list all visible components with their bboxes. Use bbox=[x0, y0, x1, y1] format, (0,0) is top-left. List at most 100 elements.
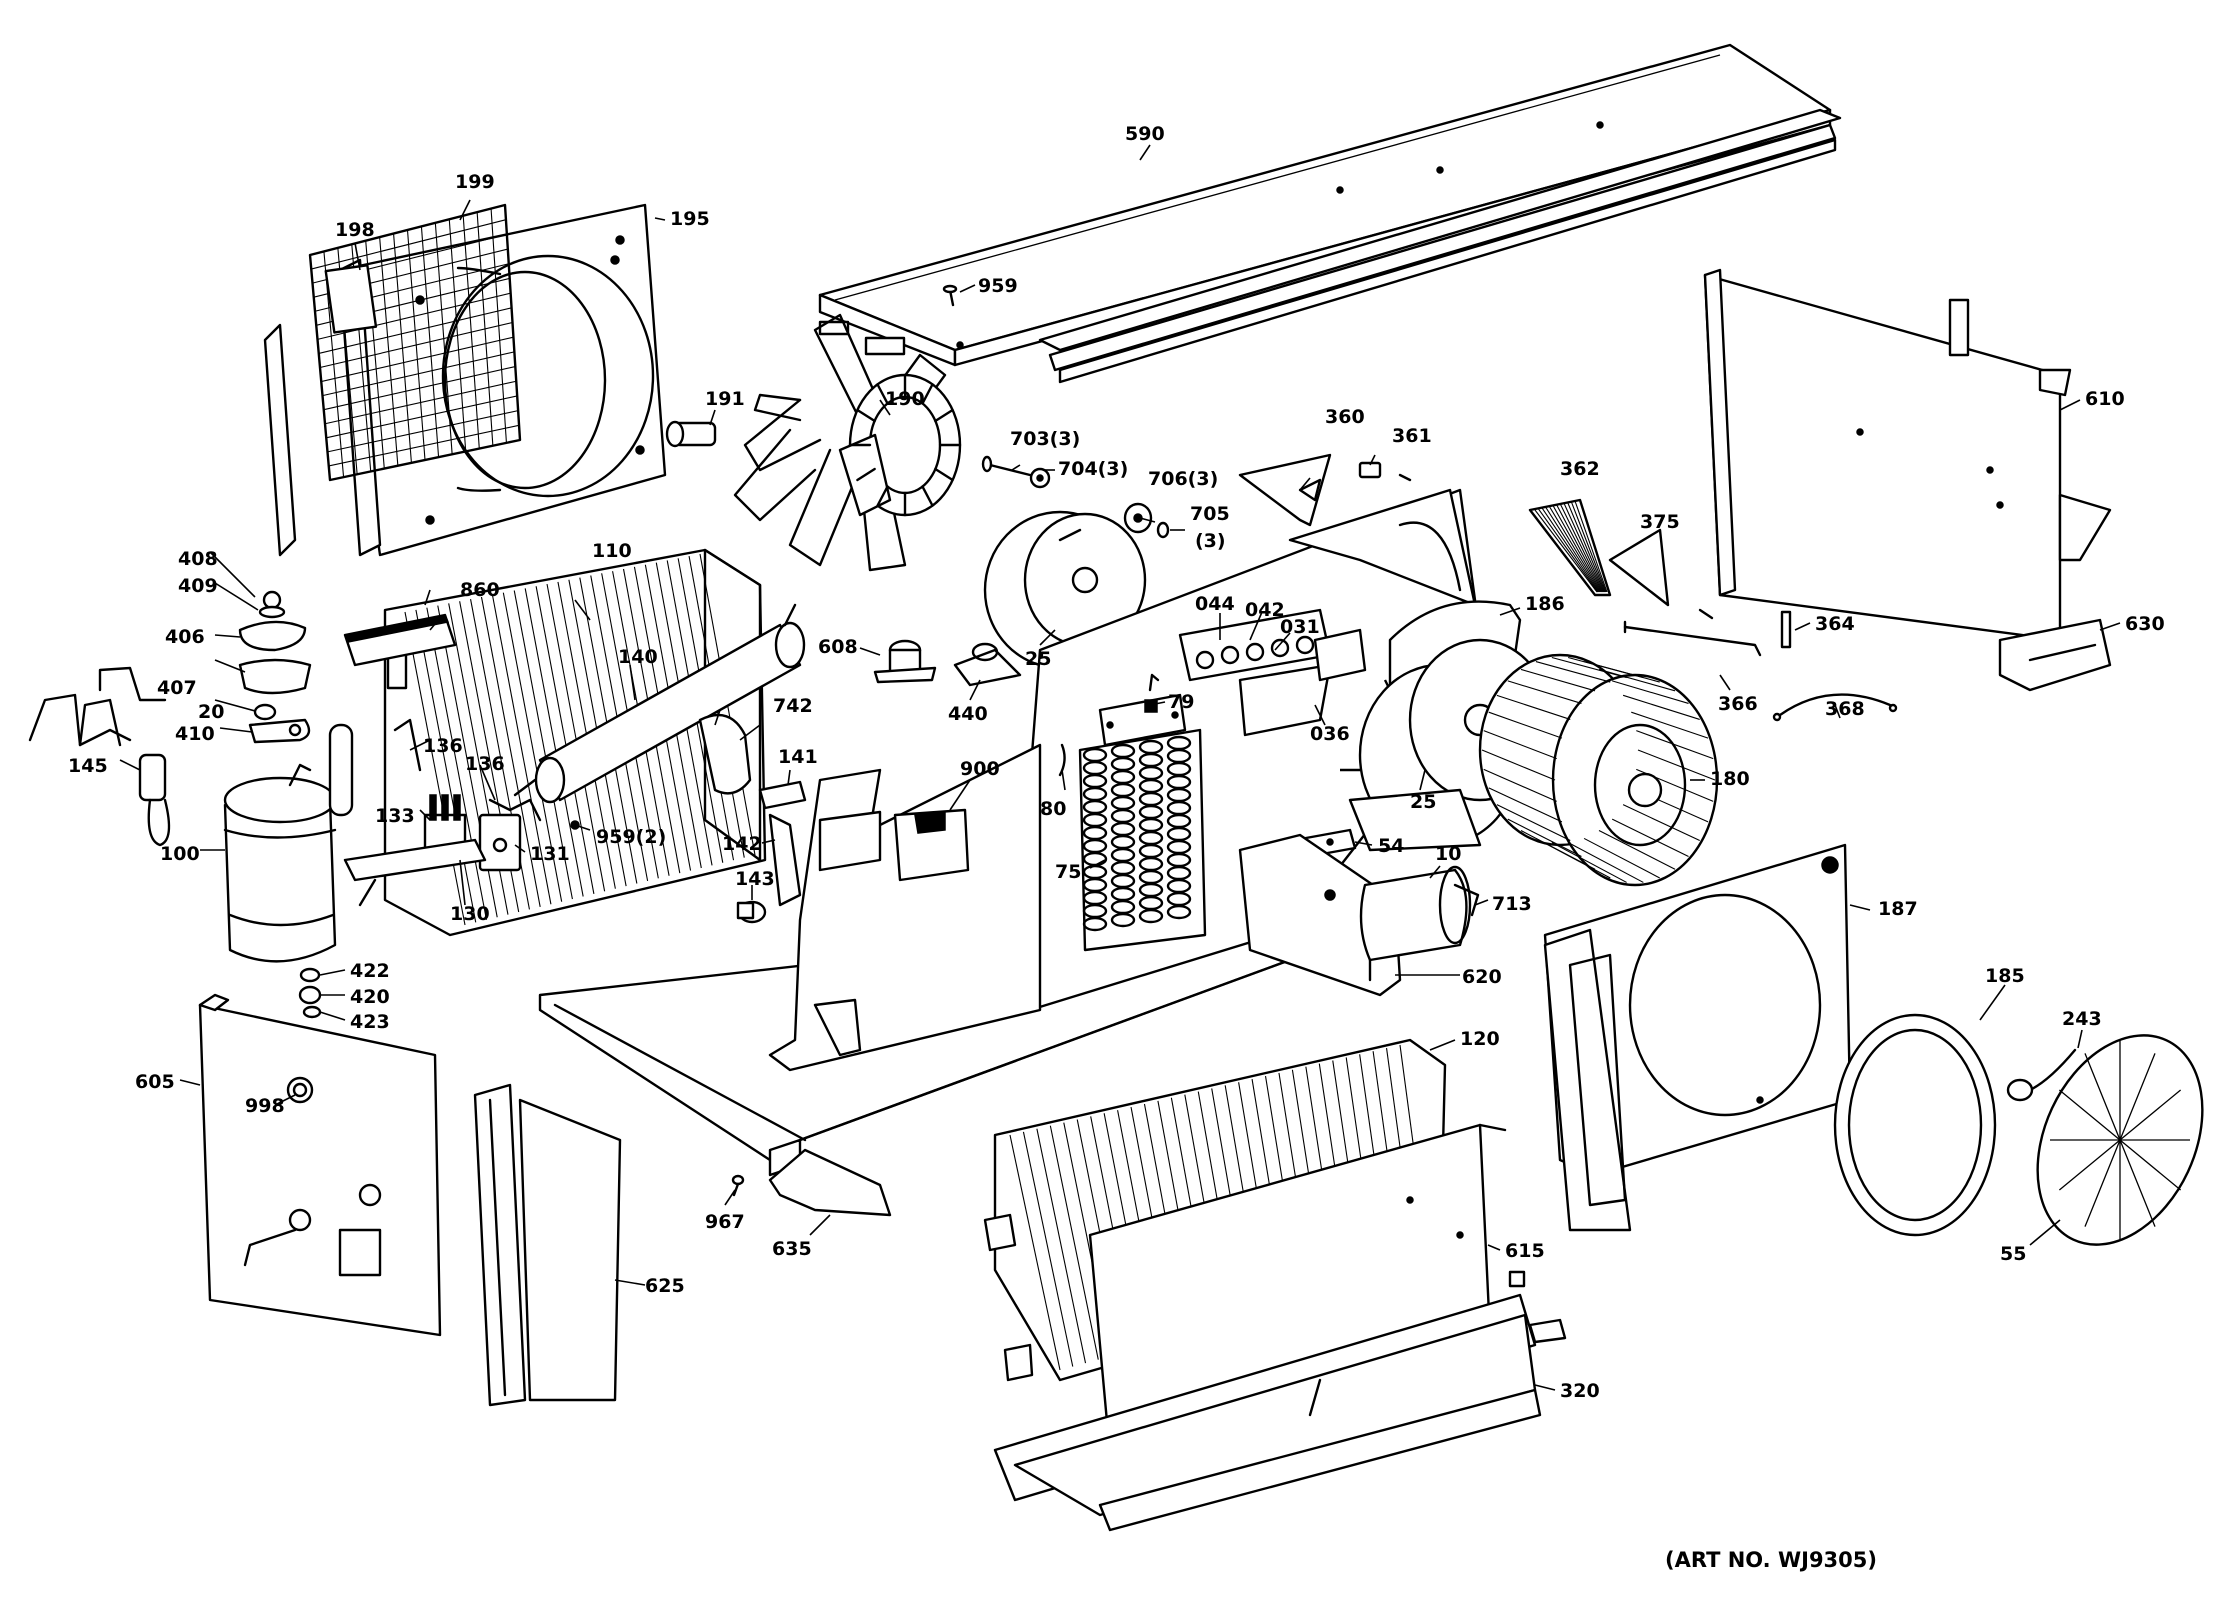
pad-860 bbox=[343, 613, 457, 667]
label-860: 860 bbox=[460, 579, 500, 601]
side-panel-605 bbox=[198, 993, 442, 1337]
label-54: 54 bbox=[1378, 835, 1404, 857]
label-036: 036 bbox=[1310, 723, 1350, 745]
heater-75 bbox=[1078, 728, 1207, 952]
label-140: 140 bbox=[618, 646, 658, 668]
pad-320 bbox=[1528, 1318, 1567, 1344]
bushing-191 bbox=[665, 420, 717, 448]
screw-959-2 bbox=[570, 820, 580, 830]
blower-wheel-180 bbox=[1478, 653, 1719, 887]
label-368: 368 bbox=[1825, 698, 1865, 720]
drain-pan-320 bbox=[993, 1293, 1542, 1532]
label-706: 706(3) bbox=[1148, 468, 1218, 490]
label-243: 243 bbox=[2062, 1008, 2102, 1030]
label-100: 100 bbox=[160, 843, 200, 865]
label-130: 130 bbox=[450, 903, 490, 925]
label-364: 364 bbox=[1815, 613, 1855, 635]
bracket-635 bbox=[768, 1148, 892, 1217]
washer-423 bbox=[302, 1005, 322, 1019]
bracket-360 bbox=[1238, 453, 1332, 527]
label-625: 625 bbox=[645, 1275, 685, 1297]
label-590: 590 bbox=[1125, 123, 1165, 145]
label-635: 635 bbox=[772, 1238, 812, 1260]
bracket-620 bbox=[1238, 833, 1402, 997]
label-136-b: 136 bbox=[465, 753, 505, 775]
label-615: 615 bbox=[1505, 1240, 1545, 1262]
label-120: 120 bbox=[1460, 1028, 1500, 1050]
part-143 bbox=[736, 900, 767, 924]
tube-136 bbox=[393, 718, 542, 822]
tubing-145 bbox=[28, 666, 171, 847]
side-strip bbox=[263, 323, 297, 557]
label-375: 375 bbox=[1640, 511, 1680, 533]
pin-364 bbox=[1780, 610, 1792, 649]
label-199: 199 bbox=[455, 171, 495, 193]
valve-133 bbox=[423, 794, 467, 857]
label-366: 366 bbox=[1718, 693, 1758, 715]
label-186: 186 bbox=[1525, 593, 1565, 615]
side-panel-625 bbox=[473, 1083, 622, 1407]
relay-79 bbox=[1098, 673, 1187, 747]
fan-guard-55 bbox=[2036, 1034, 2204, 1246]
bracket-440 bbox=[953, 642, 1022, 687]
label-409: 409 bbox=[178, 575, 218, 597]
label-110: 110 bbox=[592, 540, 632, 562]
valve-131 bbox=[478, 813, 522, 872]
compressor-100 bbox=[223, 723, 354, 963]
screw-967 bbox=[731, 1174, 745, 1197]
clip-713 bbox=[1453, 883, 1480, 917]
label-190: 190 bbox=[885, 388, 925, 410]
label-620: 620 bbox=[1462, 966, 1502, 988]
label-79: 79 bbox=[1168, 691, 1194, 713]
label-185: 185 bbox=[1985, 965, 2025, 987]
label-900: 900 bbox=[960, 758, 1000, 780]
label-75: 75 bbox=[1055, 861, 1081, 883]
bracket-142 bbox=[768, 813, 802, 907]
label-998: 998 bbox=[245, 1095, 285, 1117]
fan-blade-190 bbox=[733, 313, 962, 572]
label-25-a: 25 bbox=[1025, 648, 1051, 670]
part-labels: 590 959 199 198 195 191 190 703(3) 704(3… bbox=[68, 123, 2165, 1572]
label-10: 10 bbox=[1435, 843, 1461, 865]
label-143: 143 bbox=[735, 868, 775, 890]
grommet-422 bbox=[299, 967, 321, 983]
baffle-900 bbox=[893, 808, 970, 882]
label-187: 187 bbox=[1878, 898, 1918, 920]
label-042: 042 bbox=[1245, 599, 1285, 621]
label-133: 133 bbox=[375, 805, 415, 827]
label-420: 420 bbox=[350, 986, 390, 1008]
label-320: 320 bbox=[1560, 1380, 1600, 1402]
block-141 bbox=[758, 780, 807, 810]
wire-368 bbox=[1772, 693, 1898, 722]
label-044: 044 bbox=[1195, 593, 1235, 615]
nut-408 bbox=[262, 590, 282, 610]
label-195: 195 bbox=[670, 208, 710, 230]
bracket-130 bbox=[343, 838, 487, 907]
label-967: 967 bbox=[705, 1211, 745, 1233]
washer-704 bbox=[1029, 467, 1051, 489]
grommet-420 bbox=[298, 985, 322, 1005]
label-630: 630 bbox=[2125, 613, 2165, 635]
rod-366 bbox=[1623, 620, 1762, 657]
label-410: 410 bbox=[175, 723, 215, 745]
switch-608 bbox=[873, 639, 937, 684]
sensor-243 bbox=[2006, 1048, 2077, 1102]
leader-lines bbox=[119, 144, 2121, 1391]
spacer-705 bbox=[1156, 521, 1170, 539]
label-423: 423 bbox=[350, 1011, 390, 1033]
label-742: 742 bbox=[773, 695, 813, 717]
label-142: 142 bbox=[722, 833, 762, 855]
control-panel bbox=[1178, 608, 1367, 737]
label-440: 440 bbox=[948, 703, 988, 725]
label-406: 406 bbox=[165, 626, 205, 648]
label-705-qty: (3) bbox=[1195, 530, 1226, 552]
washer-409 bbox=[258, 605, 286, 619]
strap-407 bbox=[238, 658, 312, 695]
label-80: 80 bbox=[1040, 798, 1066, 820]
bracket-198 bbox=[324, 264, 378, 334]
label-959: 959 bbox=[978, 275, 1018, 297]
grommet-20 bbox=[253, 703, 277, 721]
label-20: 20 bbox=[198, 701, 224, 723]
top-cover-590 bbox=[818, 43, 1842, 384]
